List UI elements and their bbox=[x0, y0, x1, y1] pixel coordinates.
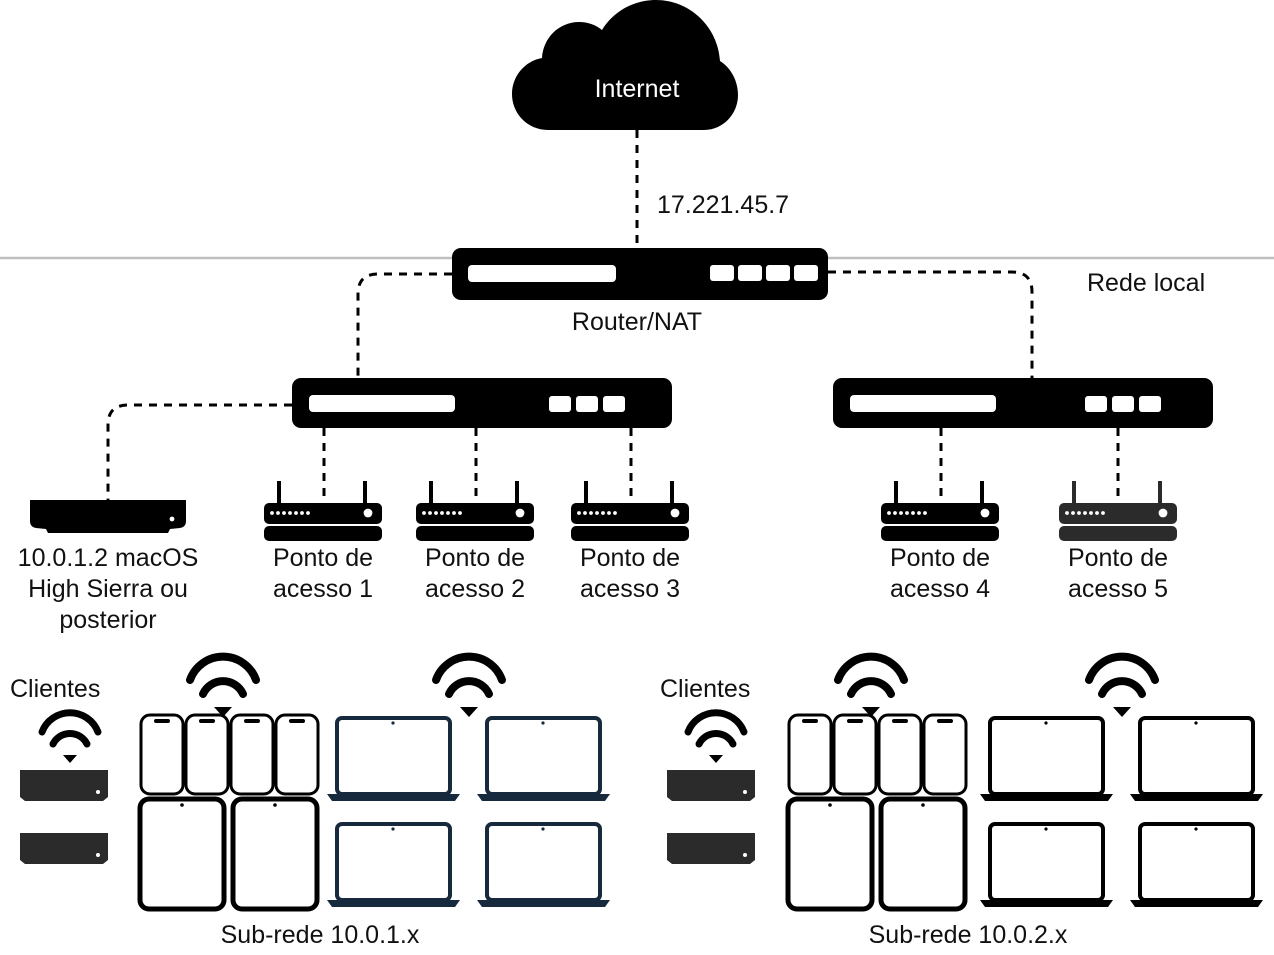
ap-5-label-line2: acesso 5 bbox=[1068, 575, 1168, 603]
iphone-icon-right-4[interactable] bbox=[922, 713, 968, 796]
access-point-icon-5[interactable] bbox=[1059, 481, 1177, 541]
clients-label-right: Clientes bbox=[660, 675, 750, 703]
server-label-line2: High Sierra ou bbox=[28, 575, 188, 603]
wifi-icon-settop-right bbox=[684, 709, 748, 763]
ap-2-label-line1: Ponto de bbox=[425, 544, 525, 572]
access-point-icon-2[interactable] bbox=[416, 481, 534, 541]
wifi-icon-laptop-left bbox=[432, 652, 506, 717]
mac-mini-server-icon[interactable] bbox=[30, 500, 186, 533]
wifi-icon-mobile-left bbox=[186, 652, 260, 717]
access-point-icon-1[interactable] bbox=[264, 481, 382, 541]
access-point-icon-3[interactable] bbox=[571, 481, 689, 541]
iphone-icon-left-1[interactable] bbox=[139, 713, 185, 796]
cloud-icon bbox=[512, 0, 738, 130]
macbook-icon-right-1[interactable] bbox=[980, 716, 1113, 801]
iphone-icon-right-1[interactable] bbox=[787, 713, 833, 796]
access-point-icon-4[interactable] bbox=[881, 481, 999, 541]
subnet-label-left: Sub-rede 10.0.1.x bbox=[221, 921, 420, 949]
macbook-icon-left-4[interactable] bbox=[477, 822, 610, 907]
macbook-icon-right-2[interactable] bbox=[1130, 716, 1263, 801]
ap-5-label-line1: Ponto de bbox=[1068, 544, 1168, 572]
iphone-icon-left-4[interactable] bbox=[274, 713, 320, 796]
macbook-icon-left-1[interactable] bbox=[327, 716, 460, 801]
apple-tv-icon-right-1[interactable] bbox=[667, 770, 755, 801]
macbook-icon-right-4[interactable] bbox=[1130, 822, 1263, 907]
apple-tv-icon-right-2[interactable] bbox=[667, 833, 755, 864]
iphone-icon-left-3[interactable] bbox=[229, 713, 275, 796]
link-router-switch-left bbox=[356, 272, 452, 378]
server-label-line3: posterior bbox=[59, 606, 156, 634]
ipad-icon-right-1[interactable] bbox=[785, 796, 875, 912]
ap-2-label-line2: acesso 2 bbox=[425, 575, 525, 603]
ap-4-label-line1: Ponto de bbox=[890, 544, 990, 572]
local-network-label: Rede local bbox=[1087, 269, 1205, 297]
clients-label-left: Clientes bbox=[10, 675, 100, 703]
macbook-icon-left-3[interactable] bbox=[327, 822, 460, 907]
subnet-label-right: Sub-rede 10.0.2.x bbox=[869, 921, 1068, 949]
router-icon[interactable] bbox=[452, 248, 828, 300]
ipad-icon-left-2[interactable] bbox=[230, 796, 320, 912]
switch-icon-left[interactable] bbox=[292, 378, 672, 428]
ap-3-label-line1: Ponto de bbox=[580, 544, 680, 572]
ap-3-label-line2: acesso 3 bbox=[580, 575, 680, 603]
wifi-icon-settop-left bbox=[38, 709, 102, 763]
ap-4-label-line2: acesso 4 bbox=[890, 575, 990, 603]
apple-tv-icon-left-1[interactable] bbox=[20, 770, 108, 801]
wan-ip-label: 17.221.45.7 bbox=[657, 191, 789, 219]
ap-1-label-line2: acesso 1 bbox=[273, 575, 373, 603]
link-switch-server bbox=[106, 403, 292, 500]
wifi-icon-mobile-right bbox=[834, 652, 908, 717]
ipad-icon-left-1[interactable] bbox=[137, 796, 227, 912]
ap-1-label-line1: Ponto de bbox=[273, 544, 373, 572]
iphone-icon-left-2[interactable] bbox=[184, 713, 230, 796]
router-label: Router/NAT bbox=[572, 308, 702, 336]
iphone-icon-right-3[interactable] bbox=[877, 713, 923, 796]
apple-tv-icon-left-2[interactable] bbox=[20, 833, 108, 864]
server-label-line1: 10.0.1.2 macOS bbox=[18, 544, 199, 572]
switch-icon-right[interactable] bbox=[833, 378, 1213, 428]
link-router-switch-right bbox=[828, 270, 1034, 378]
ipad-icon-right-2[interactable] bbox=[878, 796, 968, 912]
cloud-label: Internet bbox=[595, 75, 680, 103]
macbook-icon-right-3[interactable] bbox=[980, 822, 1113, 907]
wifi-icon-laptop-right bbox=[1085, 652, 1159, 717]
iphone-icon-right-2[interactable] bbox=[832, 713, 878, 796]
macbook-icon-left-2[interactable] bbox=[477, 716, 610, 801]
